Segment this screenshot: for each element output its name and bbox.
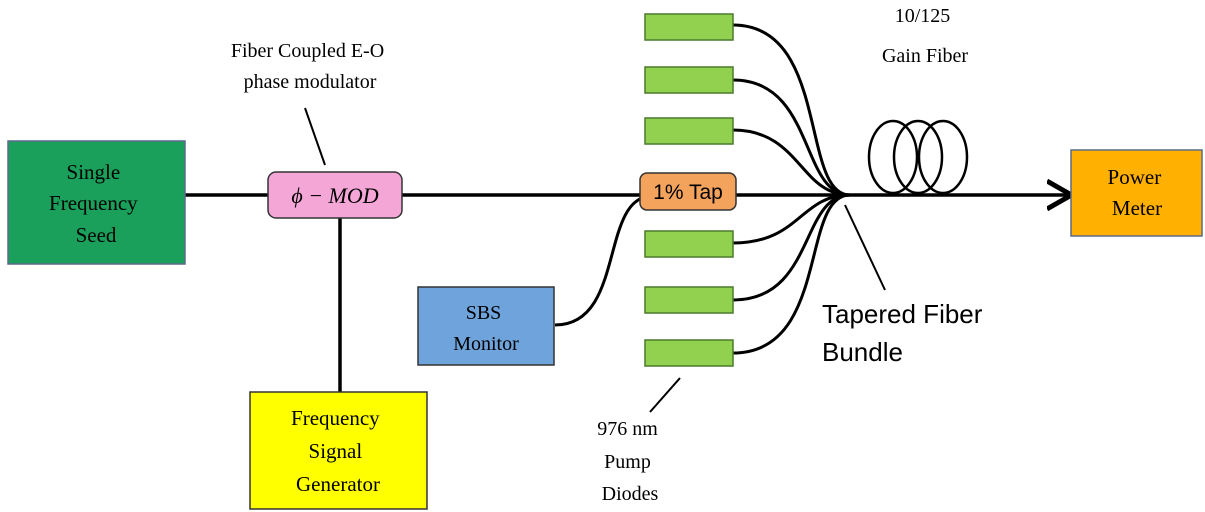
- signal-generator-box: [249, 391, 428, 510]
- phase-modulator-label: ϕ − MOD: [291, 183, 378, 208]
- modulator-caption: Fiber Coupled E-O phase modulator: [231, 40, 389, 93]
- signal-generator-label: Frequency Signal Generator: [291, 406, 385, 496]
- pump-diode-icon: [644, 13, 734, 41]
- bundle-callout-line: [844, 204, 886, 291]
- pump-diode-group: [644, 13, 734, 367]
- pump-fiber-5: [732, 193, 851, 302]
- modulator-callout-line: [304, 107, 326, 166]
- pump-diodes-label: 976 nm Pump Diodes: [597, 418, 663, 505]
- pump-fiber-1: [732, 23, 851, 197]
- gain-fiber-coil-icon: [867, 119, 969, 195]
- sbs-monitor-fiber: [554, 194, 651, 327]
- pump-fiber-4: [732, 193, 851, 245]
- tap-box: [639, 172, 737, 211]
- seed-box: [7, 140, 186, 265]
- sbs-monitor-label: SBS Monitor: [453, 302, 519, 355]
- pump-diode-icon: [644, 339, 734, 367]
- tap-label: 1% Tap: [653, 181, 723, 204]
- sbs-monitor-box: [417, 286, 555, 366]
- pump-fiber-3: [732, 128, 851, 197]
- pump-diode-icon: [644, 230, 734, 258]
- pump-diode-icon: [644, 286, 734, 314]
- power-meter-box: [1070, 149, 1203, 237]
- pump-fiber-2: [732, 78, 851, 197]
- pump-diode-icon: [644, 117, 734, 145]
- seed-label: Single Frequency Seed: [49, 160, 143, 247]
- power-meter-label: Power Meter: [1108, 165, 1167, 220]
- gain-fiber-label: 10/125 Gain Fiber: [882, 5, 968, 67]
- phase-modulator-box: [267, 171, 403, 219]
- pump-fiber-6: [732, 193, 851, 355]
- pump-diode-icon: [644, 66, 734, 94]
- tapered-bundle-label: Tapered Fiber Bundle: [822, 299, 990, 367]
- pump-callout-line: [649, 377, 681, 413]
